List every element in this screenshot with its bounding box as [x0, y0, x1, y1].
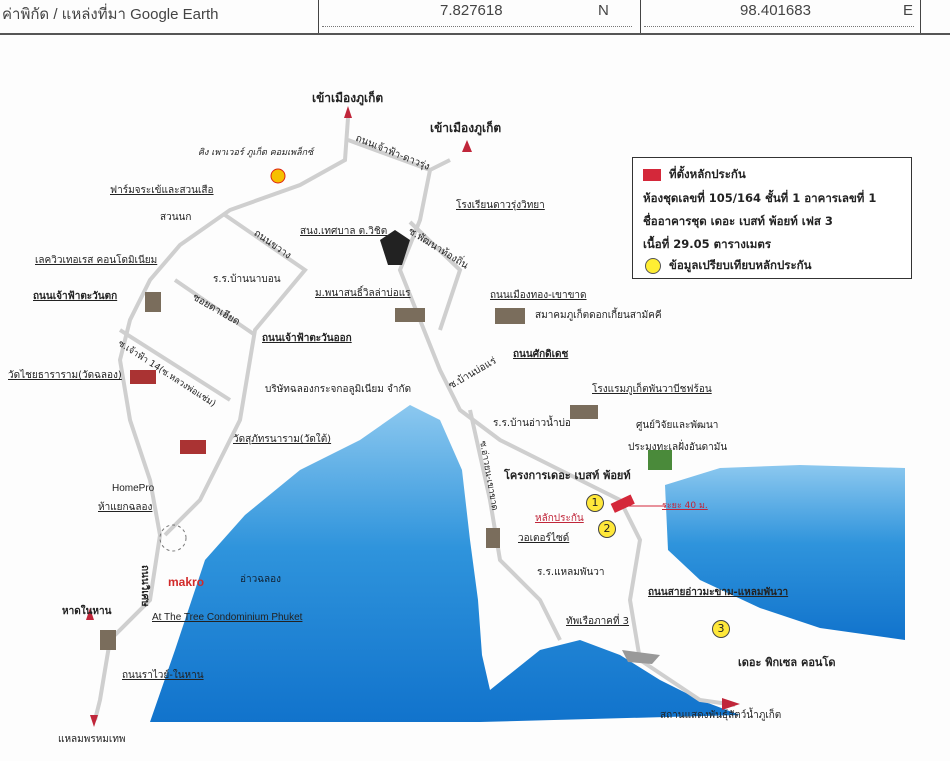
divider	[920, 0, 921, 34]
makro-logo: makro	[168, 575, 205, 589]
latitude-direction: N	[598, 2, 609, 19]
label-school: ร.ร.บ้านนาบอน	[213, 274, 281, 285]
east-bay-water	[665, 465, 905, 640]
comparable-marker-1: 1	[586, 494, 604, 512]
comparable-marker-3: 3	[712, 620, 730, 638]
longitude-value: 98.401683	[740, 2, 811, 19]
label-road: ถนนเจ้าฟ้าตะวันออก	[262, 333, 352, 344]
comparable-marker-2: 2	[598, 520, 616, 538]
label-road: ถนนสายอ่าวมะขาม-แหลมพันวา	[648, 587, 789, 598]
legend-building-line: ชื่ออาคารชุด เดอะ เบสท์ พ้อยท์ เฟส 3	[643, 214, 833, 228]
label-wat-tai: วัดสุภัทรนาราม(วัดใต้)	[233, 434, 332, 445]
label-chalong-bay: อ่าวฉลอง	[240, 574, 282, 585]
label-bird-park: สวนนก	[160, 212, 192, 223]
temple-icons	[130, 370, 206, 454]
label-crocodile-farm: ฟาร์มจระเข้และสวนเสือ	[110, 185, 214, 196]
label-aquarium: สถานแสดงพันธุ์สัตว์น้ำภูเก็ต	[660, 710, 782, 721]
garuda-emblem-icon	[380, 230, 410, 265]
dotted-line	[644, 26, 914, 27]
label-chalong-glass: บริษัทฉลองกระจกอลูมิเนียม จำกัด	[265, 384, 412, 395]
label-collateral: หลักประกัน	[535, 513, 584, 524]
label-waterside: วอเตอร์ไซด์	[518, 533, 570, 544]
longitude-direction: E	[903, 2, 914, 19]
map-legend: ที่ตั้งหลักประกัน ห้องชุดเลขที่ 105/164 …	[632, 157, 912, 279]
label-school: ร.ร.แหลมพันวา	[537, 567, 605, 578]
label-road: ถนนศักดิเดช	[513, 349, 569, 360]
legend-area-line: เนื้อที่ 29.05 ตารางเมตร	[643, 237, 771, 251]
label-homepro: HomePro	[112, 483, 155, 494]
label-road: ถนนเมืองทอง-เขาขาด	[490, 290, 587, 301]
divider	[640, 0, 641, 34]
building-icons	[100, 292, 598, 650]
label-navy: ทัพเรือภาคที่ 3	[566, 616, 630, 627]
label-king-power: คิง เพาเวอร์ ภูเก็ต คอมเพล็กซ์	[198, 148, 314, 158]
label-road: ถนนราไวย์-ในหาน	[122, 670, 204, 681]
label-wichit-office: สนง.เทศบาล ต.วิชิต	[300, 226, 388, 237]
direction-arrows	[86, 106, 740, 727]
label-at-the-tree: At The Tree Condominium Phuket	[152, 612, 303, 623]
navy-ship-icon	[622, 650, 660, 664]
dotted-line	[322, 26, 632, 27]
chalong-bay-water	[150, 405, 740, 722]
header-divider	[0, 33, 950, 35]
label-road: ถนนวิเศษ	[139, 565, 150, 607]
chalong-circle-marker	[159, 524, 187, 552]
legend-collateral: ที่ตั้งหลักประกัน	[643, 166, 746, 184]
label-pixel-condo: เดอะ พิกเซล คอนโด	[738, 656, 836, 669]
collateral-site	[610, 494, 666, 513]
roads	[93, 117, 736, 721]
label-research-center: ประมงทะเลฝั่งอันดามัน	[628, 442, 728, 453]
coordinate-source-label: ค่าพิกัด / แหล่งที่มา Google Earth	[2, 6, 219, 23]
legend-comparable: ข้อมูลเปรียบเทียบหลักประกัน	[645, 257, 811, 275]
label-hokkien-association: สมาคมภูเก็ตดอกเกี้ยนสามัคคี	[535, 310, 662, 321]
label-promthep: แหลมพรหมเทพ	[58, 734, 126, 745]
latitude-value: 7.827618	[440, 2, 503, 19]
label-wat-chalong: วัดไชยธาราราม(วัดฉลอง)	[8, 370, 122, 381]
label-chalong-circle: ห้าแยกฉลอง	[98, 502, 153, 513]
label-to-phuket: เข้าเมืองภูเก็ต	[430, 121, 502, 135]
label-project: โครงการเดอะ เบสท์ พ้อยท์	[504, 469, 631, 482]
label-distance: ระยะ 40 ม.	[662, 501, 708, 511]
label-school: โรงเรียนดาวรุ่งวิทยา	[456, 200, 545, 211]
legend-unit-line: ห้องชุดเลขที่ 105/164 ชั้นที่ 1 อาคารเลข…	[643, 191, 877, 205]
label-panwa-hotel: โรงแรมภูเก็ตพันวาบีชฟร้อน	[592, 384, 712, 395]
comparable-circle-icon	[645, 257, 661, 274]
label-lakeview: เลควิวเทอเรส คอนโดมิเนียม	[35, 255, 158, 266]
research-center-icon	[648, 450, 672, 470]
label-research-center: ศูนย์วิจัยและพัฒนา	[636, 420, 719, 431]
shell-logo-icon	[270, 168, 286, 184]
label-panason: ม.พนาสนธิ์วิลล่าบ่อแร	[315, 288, 411, 299]
label-nai-harn: หาดในหาน	[62, 606, 112, 617]
collateral-swatch-icon	[643, 168, 661, 181]
label-road: ถนนเจ้าฟ้าตะวันตก	[33, 291, 118, 302]
divider	[318, 0, 319, 34]
label-to-phuket: เข้าเมืองภูเก็ต	[312, 91, 384, 105]
label-school: ร.ร.บ้านอ่าวน้ำบ่อ	[493, 418, 571, 429]
